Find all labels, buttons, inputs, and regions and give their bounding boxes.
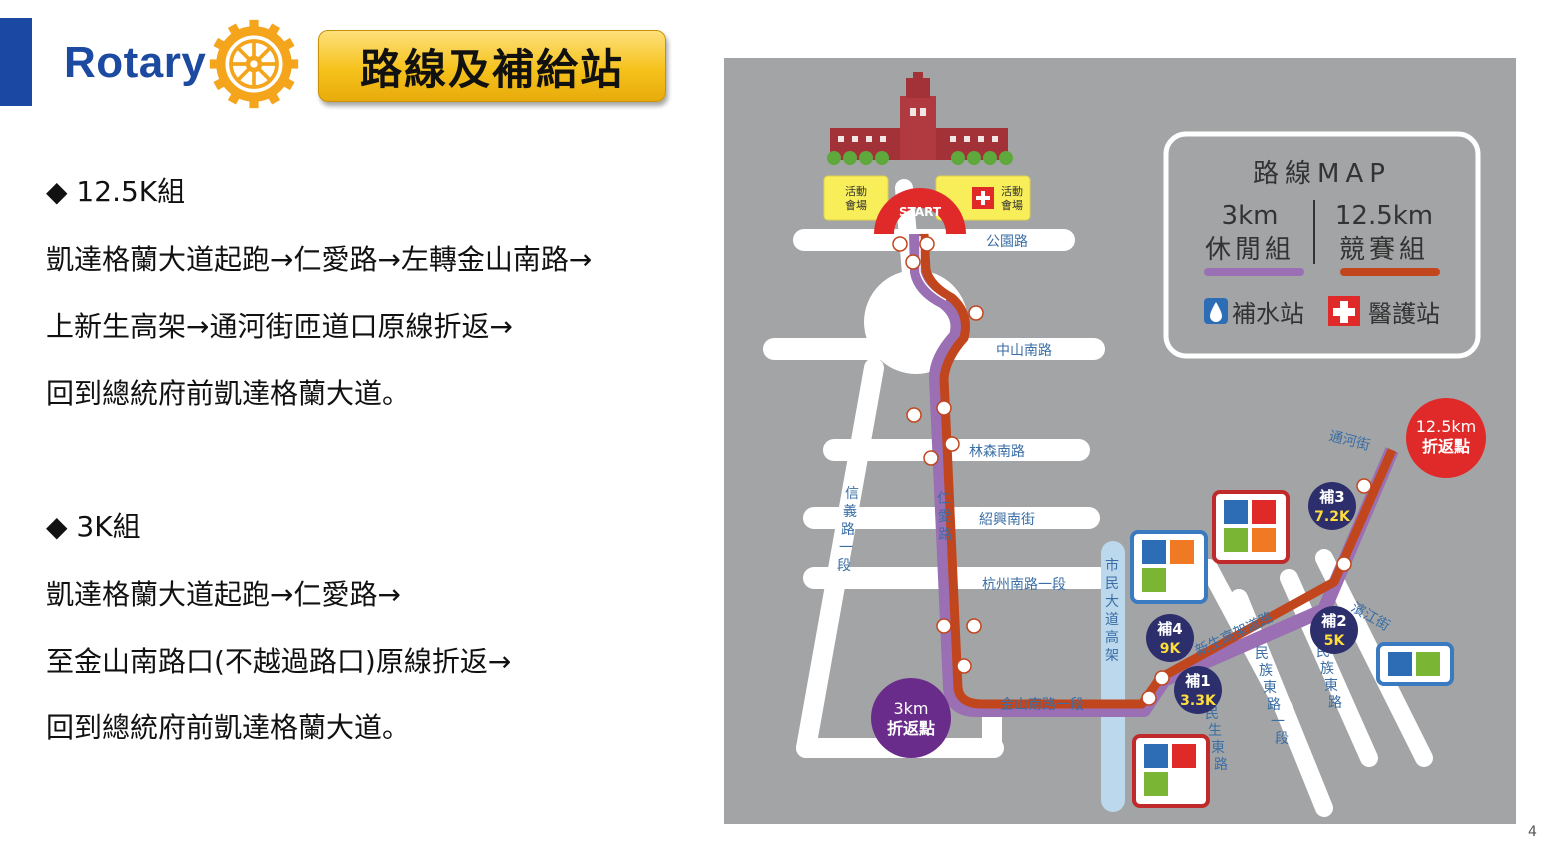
venue-label-right-2: 會場: [1001, 198, 1023, 212]
station-4-name: 補4: [1156, 620, 1182, 638]
station-4-dist: 9K: [1160, 641, 1182, 657]
turnaround-12k: [1406, 398, 1486, 478]
road-label-civic: 市民大道高架: [1105, 557, 1119, 664]
station-2-name: 補2: [1320, 612, 1346, 630]
legend-course-b-name: 競賽組: [1339, 235, 1429, 265]
road-label-park: 公園路: [986, 234, 1028, 250]
section-12k-line-3: 回到總統府前凱達格蘭大道。: [46, 377, 411, 410]
turnaround-3k: [871, 678, 951, 758]
direction-arrows: [892, 236, 1372, 706]
rotary-wheel-icon: [209, 19, 299, 109]
road-label-hangzhou: 杭州南路一段: [982, 577, 1066, 593]
route-12k: [919, 233, 1397, 709]
supply-station-1: 補1 3.3K: [1174, 666, 1222, 714]
supply-station-3: 補3 7.2K: [1308, 482, 1356, 530]
vertical-road-labels: 信義路一段 仁愛路 市民大道高架 民族東路一段 民族東路 民生東路: [837, 486, 1342, 773]
page-number: 4: [1528, 824, 1537, 840]
venue-label-right-1: 活動: [1001, 184, 1023, 198]
amenity-box-station-2: [1376, 642, 1454, 686]
legend-water-label: 補水站: [1232, 300, 1304, 328]
venue-label-left-1: 活動: [845, 184, 867, 198]
rotary-logo-text: Rotary: [64, 38, 207, 87]
section-12k-line-1: 凱達格蘭大道起跑→仁愛路→左轉金山南路→: [46, 243, 593, 276]
section-3k-title: ◆ 3K組: [46, 510, 141, 543]
accent-bar: [0, 18, 32, 106]
amenity-box-station-1: [1132, 734, 1210, 808]
road-label-jinshan: 金山南路一段: [1000, 697, 1084, 713]
station-2-dist: 5K: [1324, 633, 1346, 649]
road-label-minsheng: 民生東路: [1205, 706, 1228, 773]
page-title: 路線及補給站: [359, 44, 624, 94]
legend-course-a-dist: 3km: [1222, 201, 1279, 231]
road-label-xinyi: 信義路一段: [837, 486, 859, 574]
presidential-office-building: [827, 72, 1013, 165]
supply-station-2: 補2 5K: [1310, 606, 1358, 654]
road-label-minzu1: 民族東路一段: [1255, 646, 1289, 747]
station-1-name: 補1: [1184, 672, 1210, 690]
station-3-dist: 7.2K: [1314, 509, 1351, 525]
legend-course-a-name: 休閒組: [1205, 235, 1295, 265]
turnaround-12k-line2: 折返點: [1422, 437, 1470, 456]
venue-label-left-2: 會場: [845, 198, 867, 212]
start-label: START: [899, 205, 942, 219]
route-3k: [909, 233, 1399, 717]
turnaround-12k-line1: 12.5km: [1416, 417, 1476, 436]
legend-title: 路線MAP: [1253, 159, 1391, 189]
start-arch: [874, 188, 966, 235]
legend-course-b-dist: 12.5km: [1335, 201, 1433, 231]
section-3k-line-2: 至金山南路口(不越過路口)原線折返→: [46, 645, 512, 678]
turnaround-3k-line1: 3km: [893, 699, 928, 718]
route-map: 活動 會場 活動 會場 START 公園路 中山南路 林森南路 紹興南街 杭州南…: [724, 58, 1516, 824]
road-label-zhongshan: 中山南路: [996, 343, 1052, 359]
legend-box: 路線MAP 3km 休閒組 12.5km 競賽組 補水站 醫護站: [1163, 131, 1481, 359]
station-1-dist: 3.3K: [1180, 693, 1217, 709]
road-label-shaoxing: 紹興南街: [979, 512, 1035, 528]
road-label-linsen: 林森南路: [969, 444, 1025, 460]
section-12k-line-2: 上新生高架→通河街匝道口原線折返→: [46, 310, 513, 343]
road-label-renai: 仁愛路: [937, 491, 952, 543]
section-3k-line-1: 凱達格蘭大道起跑→仁愛路→: [46, 578, 401, 611]
venue-box-left: [823, 175, 889, 221]
legend-color-b: [1340, 268, 1440, 276]
section-3k-line-3: 回到總統府前凱達格蘭大道。: [46, 711, 411, 744]
supply-station-4: 補4 9K: [1146, 614, 1194, 662]
legend-medical-label: 醫護站: [1368, 300, 1440, 328]
amenity-box-station-3: [1212, 490, 1290, 564]
station-3-name: 補3: [1318, 488, 1344, 506]
turnaround-3k-line2: 折返點: [887, 719, 935, 738]
amenity-box-station-4: [1130, 530, 1208, 604]
title-banner: 路線及補給站: [318, 30, 666, 102]
legend-color-a: [1204, 268, 1304, 276]
section-12k-title: ◆ 12.5K組: [46, 175, 186, 208]
